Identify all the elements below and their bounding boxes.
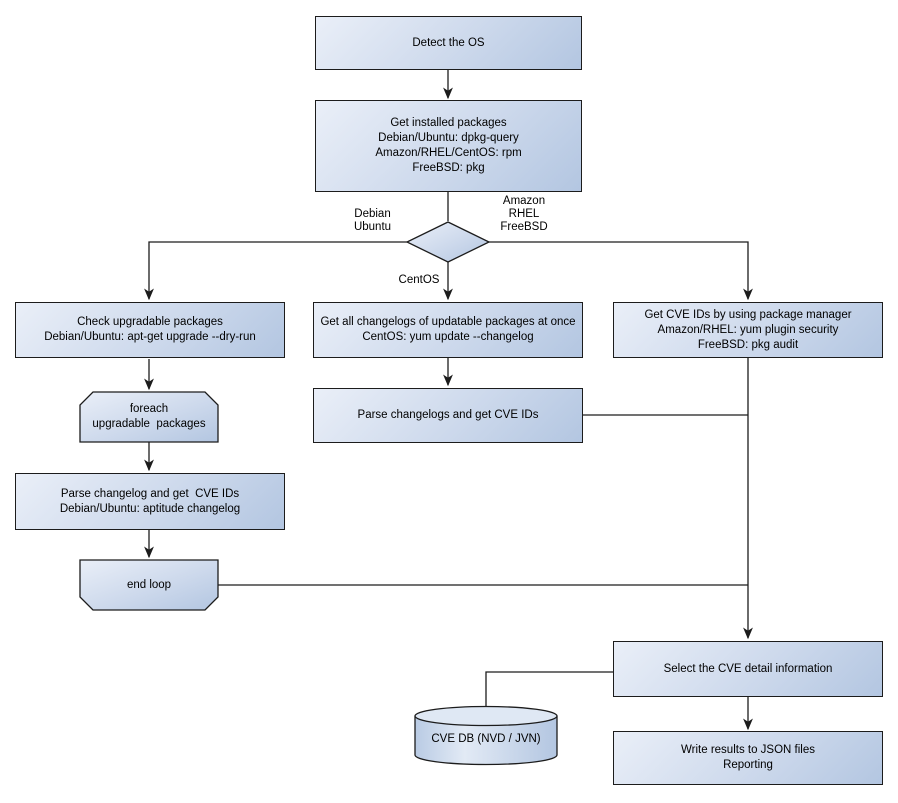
node-get-cve-by-package-manager-label: Get CVE IDs by using package manager Ama… <box>644 308 852 351</box>
decision-diamond <box>405 221 491 263</box>
node-get-all-changelogs: Get all changelogs of updatable packages… <box>313 302 583 358</box>
end-loop-shape <box>79 559 219 611</box>
node-cve-db: CVE DB (NVD / JVN) <box>415 716 557 762</box>
node-select-cve-detail-label: Select the CVE detail information <box>663 662 833 675</box>
edge-decision-to-check-upgradable <box>144 241 407 301</box>
node-get-cve-by-package-manager: Get CVE IDs by using package manager Ama… <box>613 302 883 358</box>
foreach-loop-shape <box>79 391 219 443</box>
node-write-results-label: Write results to JSON files Reporting <box>681 744 815 771</box>
node-parse-changelogs-get-cve: Parse changelogs and get CVE IDs <box>313 388 583 443</box>
cve-db-cylinder-top <box>414 705 558 727</box>
edge-label-debian-ubuntu: Debian Ubuntu <box>353 208 392 233</box>
node-end-loop-label: end loop <box>126 578 172 591</box>
node-end-loop: end loop <box>80 560 218 610</box>
edge-label-centos: CentOS <box>398 274 440 286</box>
node-parse-changelog-get-cve-label: Parse changelog and get CVE IDs Debian/U… <box>59 487 241 515</box>
node-select-cve-detail: Select the CVE detail information <box>613 641 883 697</box>
node-check-upgradable-packages: Check upgradable packages Debian/Ubuntu:… <box>15 302 285 358</box>
node-foreach-loop: foreach upgradable packages <box>80 392 218 442</box>
node-cve-db-label: CVE DB (NVD / JVN) <box>431 732 541 745</box>
node-get-installed-packages: Get installed packages Debian/Ubuntu: dp… <box>315 100 582 192</box>
node-detect-os: Detect the OS <box>315 16 582 70</box>
node-detect-os-label: Detect the OS <box>412 36 485 49</box>
edge-decision-to-pkg-manager <box>489 241 753 301</box>
node-foreach-loop-label: foreach upgradable packages <box>92 403 206 430</box>
edge-cvedb-to-select <box>485 671 613 706</box>
node-get-installed-packages-label: Get installed packages Debian/Ubuntu: dp… <box>375 117 522 174</box>
cve-db-cylinder-body <box>414 716 558 766</box>
node-parse-changelog-get-cve: Parse changelog and get CVE IDs Debian/U… <box>15 473 285 530</box>
node-write-results: Write results to JSON files Reporting <box>613 731 883 785</box>
edge-label-amazon-rhel-freebsd: Amazon RHEL FreeBSD <box>500 195 548 233</box>
node-check-upgradable-packages-label: Check upgradable packages Debian/Ubuntu:… <box>44 316 256 343</box>
node-get-all-changelogs-label: Get all changelogs of updatable packages… <box>320 316 576 343</box>
node-parse-changelogs-get-cve-label: Parse changelogs and get CVE IDs <box>357 409 539 421</box>
